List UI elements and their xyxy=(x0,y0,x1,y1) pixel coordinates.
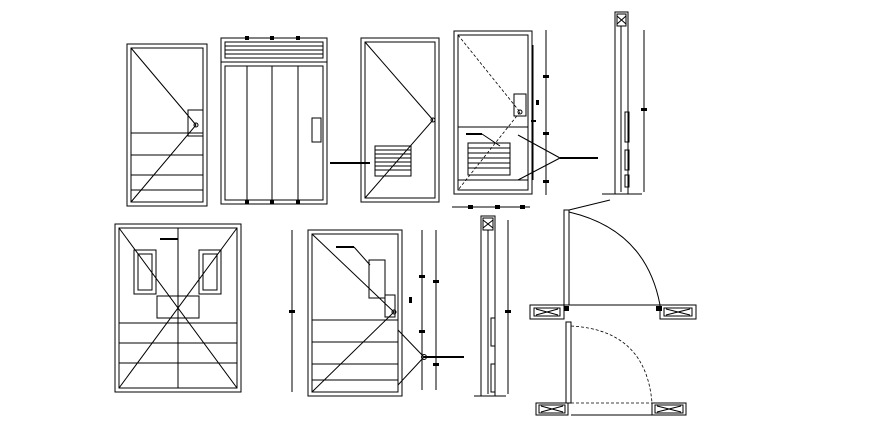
door-section-top-right xyxy=(602,11,647,195)
door-elevation-transom-louvered xyxy=(220,36,328,205)
door-section-center xyxy=(452,205,530,397)
door-elevation-double-vision xyxy=(114,223,242,393)
door-plan-swing-lower xyxy=(535,321,687,416)
door-elevation-vent-grille xyxy=(360,37,440,203)
door-plan-swing-upper xyxy=(529,199,697,320)
door-elevation-vision-panel xyxy=(289,229,464,397)
door-elevation-single-1 xyxy=(126,43,208,207)
door-elevation-dimensioned xyxy=(453,30,598,195)
